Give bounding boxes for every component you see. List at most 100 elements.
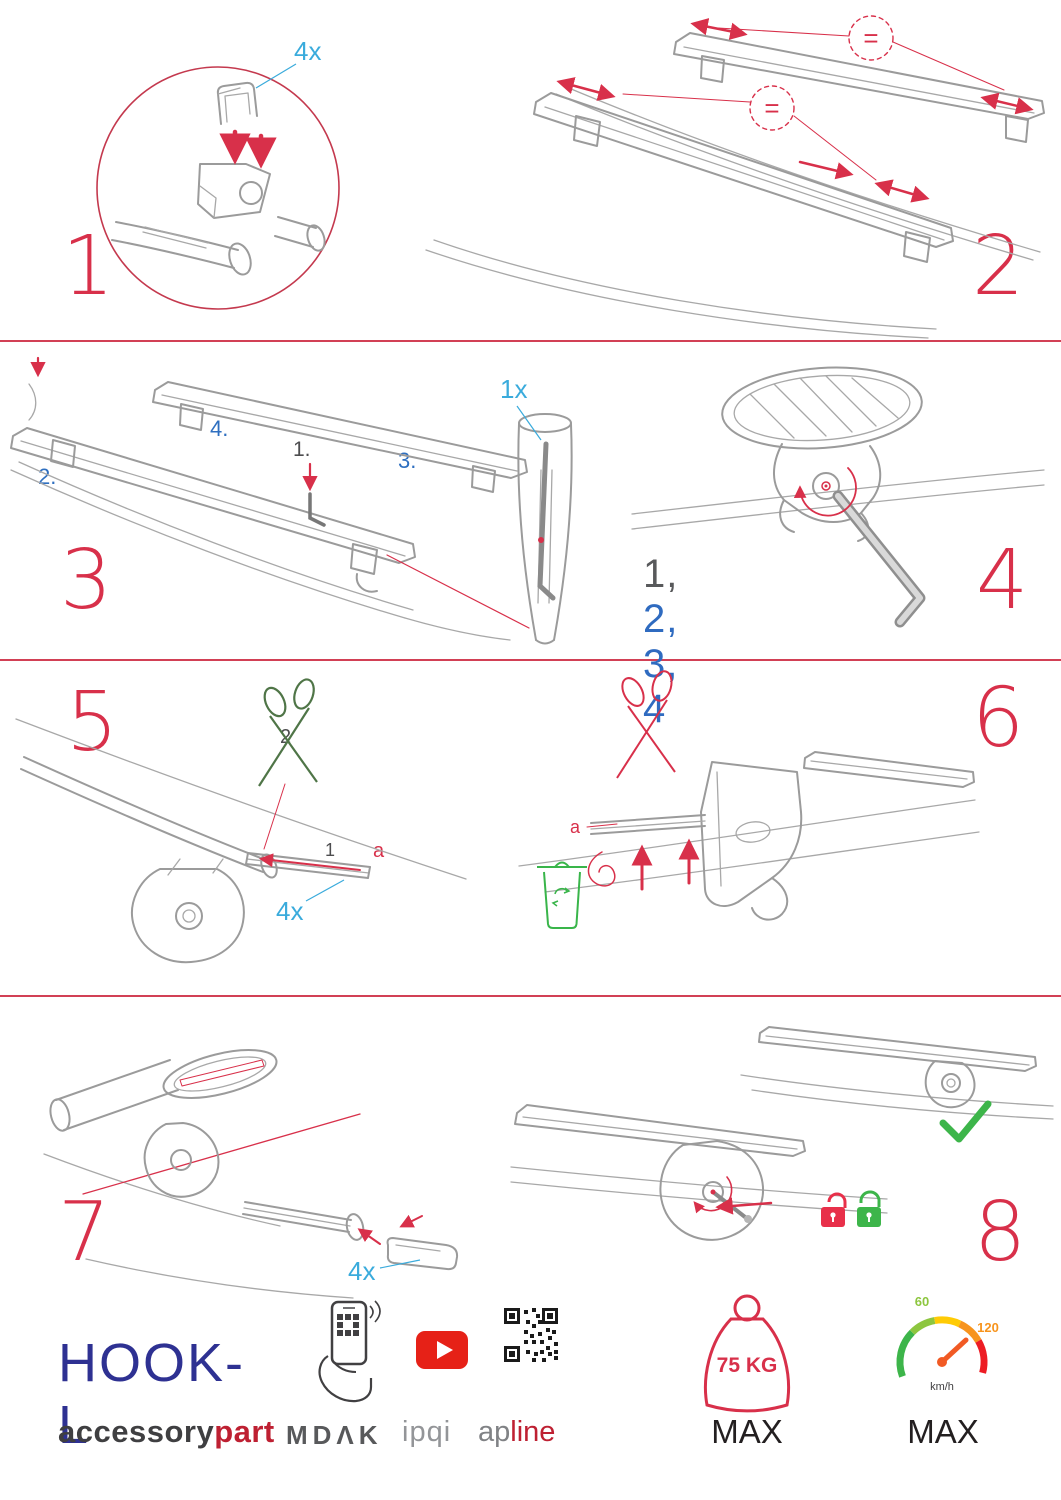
speedometer-icon: 60 120 km/h [896,1294,999,1393]
clamp-body [197,163,271,219]
step-5-illustration [15,678,467,964]
brand-wordmark: accessorypart [58,1414,275,1450]
step-4-number: 4 [976,533,1029,628]
step-6-illustration [518,670,980,929]
equal-sign-top: = [863,23,878,53]
allen-key-icon [302,462,326,527]
roof-edge [518,799,976,867]
end-cap [386,1237,459,1271]
mounted-bar-bottom [510,1104,888,1241]
allen-key-icon [832,490,926,628]
gauge-high-label: 120 [977,1320,999,1335]
scissors-icon [258,678,318,787]
slide-left-arrow [715,1197,773,1215]
youtube-icon [416,1331,468,1369]
step-5-number: 5 [66,675,119,770]
trash-recycle-icon [537,861,587,929]
speed-limit-max-label: MAX [907,1413,979,1450]
rubber-strip [590,814,706,835]
section-divider [0,659,1061,661]
cut-leader-line [263,783,286,850]
step-4-illustration [631,366,1045,628]
step-1-number: 1 [62,219,115,314]
pull-strip-arrow [259,853,361,871]
qty-leader-line [379,1259,421,1269]
logo-apline: apline [478,1416,555,1449]
step-8-number: 8 [974,1185,1027,1280]
speed-unit-label: km/h [930,1381,954,1393]
step-3-sub-label-4: 4. [210,416,229,441]
clamp-foot [143,1122,220,1198]
step-3-number: 3 [60,533,113,628]
insert-arrows [219,129,277,169]
step-5-qty-label: 4x [276,896,304,926]
step-6-dim-label: a [570,817,581,837]
apline-prefix: ap [478,1416,511,1448]
roof-edge [544,831,980,893]
tool-cone [516,405,573,645]
key-handle [744,1215,752,1223]
hook-foot-bracket [700,761,803,921]
step-4-sequence: 1, 2, 3, 4 [643,552,678,732]
load-limit-max-label: MAX [711,1413,783,1450]
crossbars [533,32,1045,263]
padlock-open-icon [857,1190,881,1227]
step-3-sub-label-1: 1. [293,438,311,461]
step-5-strip-label: 1 [325,840,336,860]
step-5-dim-label: a [373,840,385,862]
section-divider [0,340,1061,342]
load-limit-value: 75 KG [717,1354,778,1377]
clamp-foot [131,858,245,964]
step-7-illustration [43,1049,459,1299]
logo-ipqi: ipqi [402,1416,452,1448]
rotate-arrow [793,467,857,517]
step-3-sub-label-2: 2. [38,464,57,489]
bar-cross-section [721,366,923,450]
hook-bracket [216,81,258,125]
sequence-gray-part: 1, [643,552,679,596]
dim-leader-line [586,823,618,828]
equal-distance-arrows [556,18,1034,203]
qty-leader-line [305,879,345,902]
qr-code-icon [504,1308,558,1362]
logo-mdak: MDΛK [286,1420,383,1450]
bar-end-and-cap [242,1201,459,1271]
step-7-number: 7 [58,1185,111,1280]
equal-spacing-indicator: = = [622,15,1005,181]
padlock-closed-icon [821,1192,847,1227]
rail-end-curve [28,383,37,421]
leader-line [82,1113,361,1195]
leader-line [386,554,530,629]
step-7-qty-label: 4x [348,1256,376,1286]
scissors-icon [616,670,676,779]
product-name: HOOK-L [58,1333,246,1455]
roof-rails [425,85,1041,339]
step-3-illustration [10,356,573,645]
roof-edge [15,718,467,880]
step-6-number: 6 [972,671,1025,766]
bar-open-end [49,1049,278,1132]
cut-off-strip-curl [587,851,616,887]
section-divider [0,995,1061,997]
detail-zoom-circle [96,66,340,310]
phone-qr-scan-icon [318,1300,381,1403]
brand-prefix: accessory [58,1414,215,1449]
roof-rails [43,1153,354,1299]
step-3-qty-label: 1x [500,374,528,404]
step-1-illustration [96,63,340,310]
step-1-qty-label: 4x [294,36,322,66]
speedometer-needle [939,1337,969,1365]
qty-leader-line [255,63,297,89]
roof-rail [20,756,278,879]
weight-limit-icon: 75 KG [703,1294,791,1413]
equal-sign-mid: = [764,93,779,123]
step-2-illustration: = = [425,15,1045,339]
brand-suffix: part [214,1414,275,1449]
crossbars [10,381,528,593]
crossbar-tube [111,216,326,276]
gauge-low-label: 60 [915,1294,929,1309]
crossbar [803,751,975,788]
clamp-body [773,443,882,542]
apline-suffix: line [510,1416,556,1448]
